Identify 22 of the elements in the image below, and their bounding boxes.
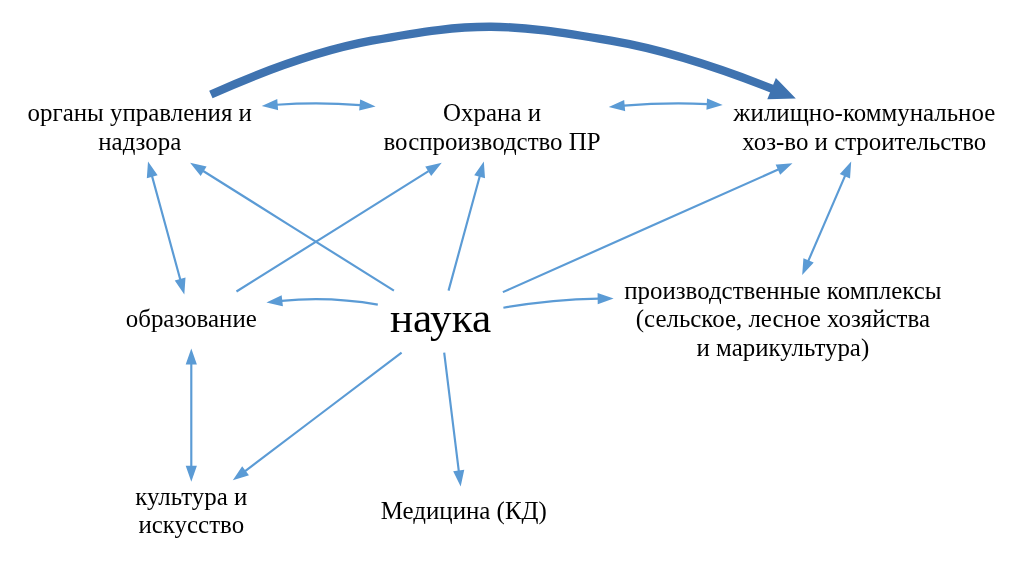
arrow — [146, 160, 186, 294]
node-text: органы управления и надзора — [27, 98, 252, 155]
arrow — [503, 292, 614, 309]
node-text: наука — [389, 293, 492, 341]
arrow — [266, 294, 378, 306]
node-text: образование — [125, 304, 257, 332]
arrow — [443, 352, 465, 486]
node-text: Медицина (КД) — [380, 496, 547, 524]
node-text: Охрана и воспроизводство ПР — [383, 98, 601, 155]
arrow — [235, 162, 442, 292]
node-text: культура и искусство — [135, 482, 248, 538]
arrow — [209, 22, 796, 99]
node-text: производственные комплексы (сельское, лесное хозяйства и марикультура) — [624, 276, 942, 361]
arrow — [190, 162, 395, 292]
arrow — [232, 351, 403, 480]
arrow — [802, 161, 852, 275]
arrow — [185, 348, 197, 482]
arrow — [447, 160, 485, 291]
arrow — [502, 162, 793, 293]
arrow — [608, 97, 723, 111]
arrow — [261, 98, 376, 111]
node-text: жилищно-коммунальное хоз-во и строительство — [733, 98, 996, 155]
